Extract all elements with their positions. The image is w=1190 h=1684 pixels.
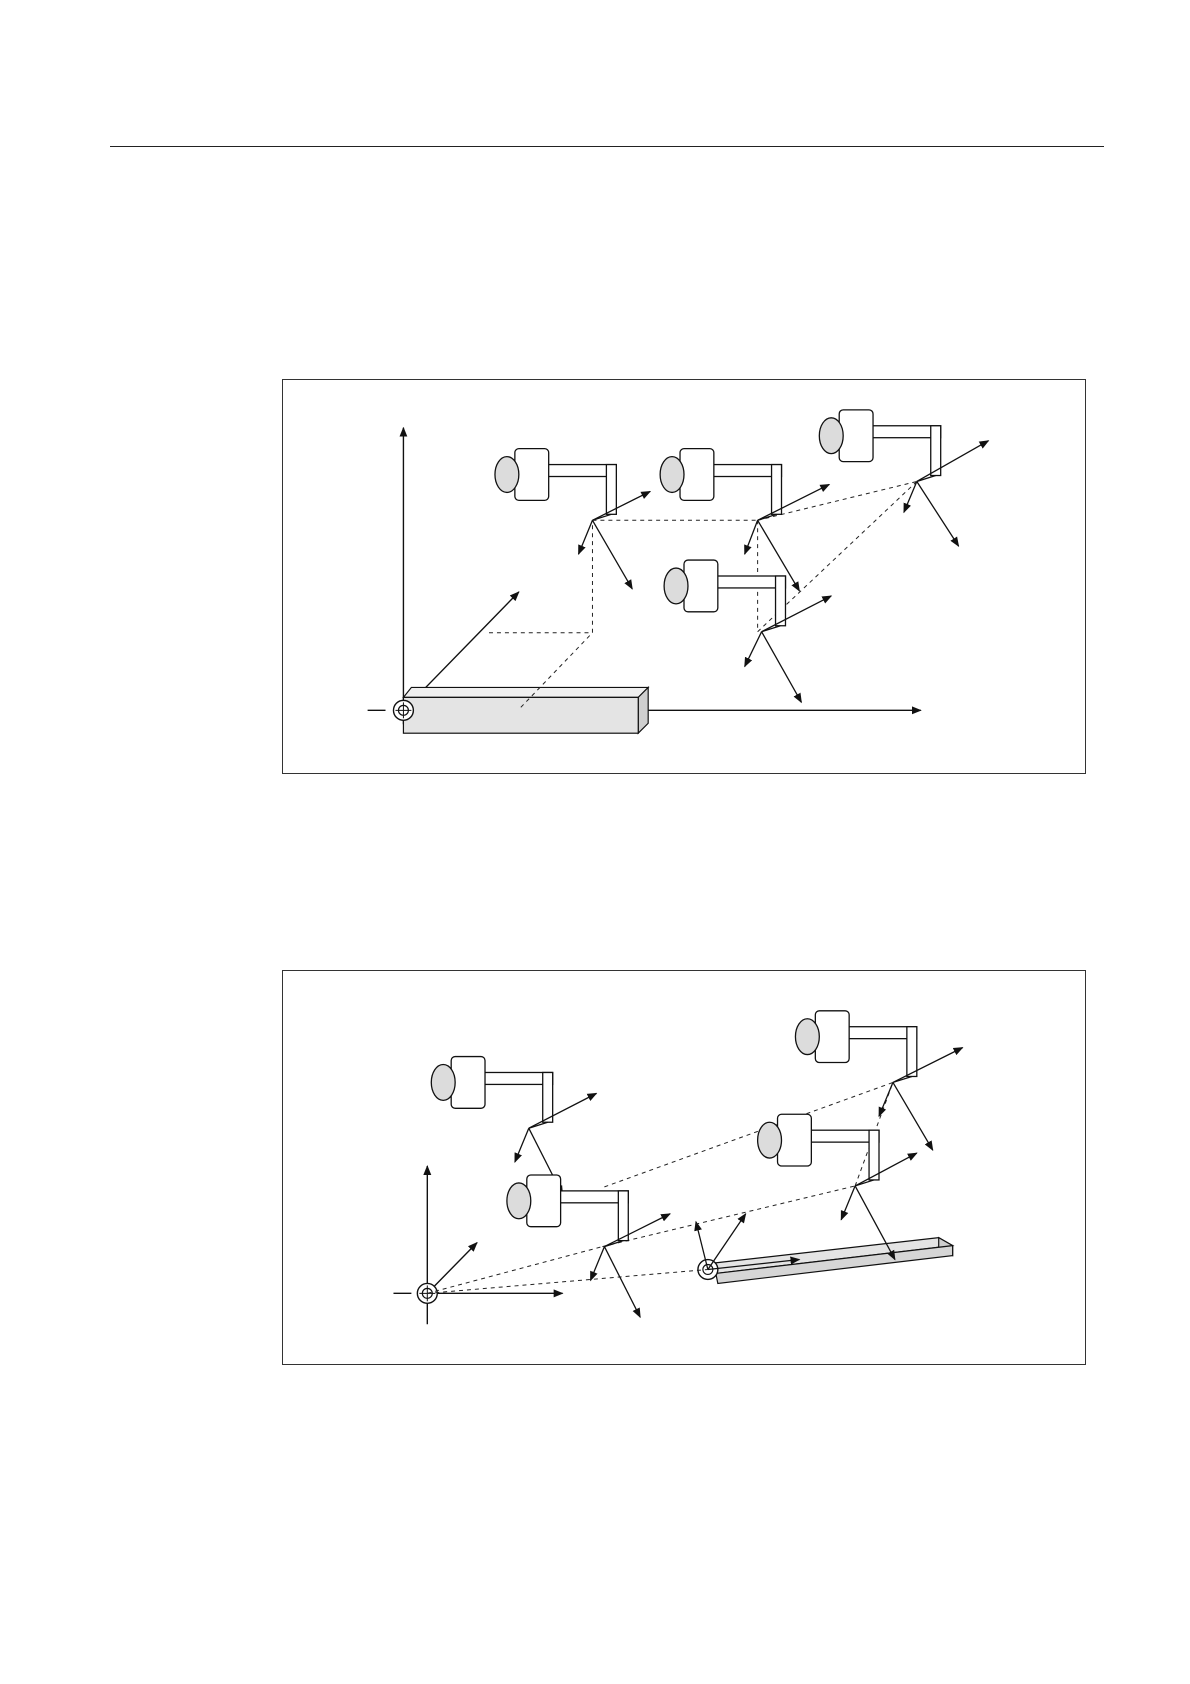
tool-pose-1	[495, 449, 650, 589]
tool-pose-2	[507, 1175, 670, 1317]
tool-path-figure-top	[282, 379, 1086, 774]
tool-pose-3	[795, 1011, 962, 1150]
tool-pose-1	[431, 1057, 596, 1195]
origin-symbol	[393, 700, 413, 720]
tool-pose-3	[819, 410, 988, 546]
workpiece-bar	[403, 687, 648, 733]
tool-path-diagram-top	[283, 380, 1085, 773]
tool-path-figure-bottom	[282, 970, 1086, 1365]
tool-pose-4	[664, 560, 831, 702]
workpiece-bar	[710, 1238, 953, 1284]
tool-path-diagram-bottom	[283, 971, 1085, 1364]
header-rule	[110, 146, 1104, 147]
tool-pose-4	[758, 1114, 917, 1259]
depth-axis-arrow	[427, 1243, 477, 1294]
